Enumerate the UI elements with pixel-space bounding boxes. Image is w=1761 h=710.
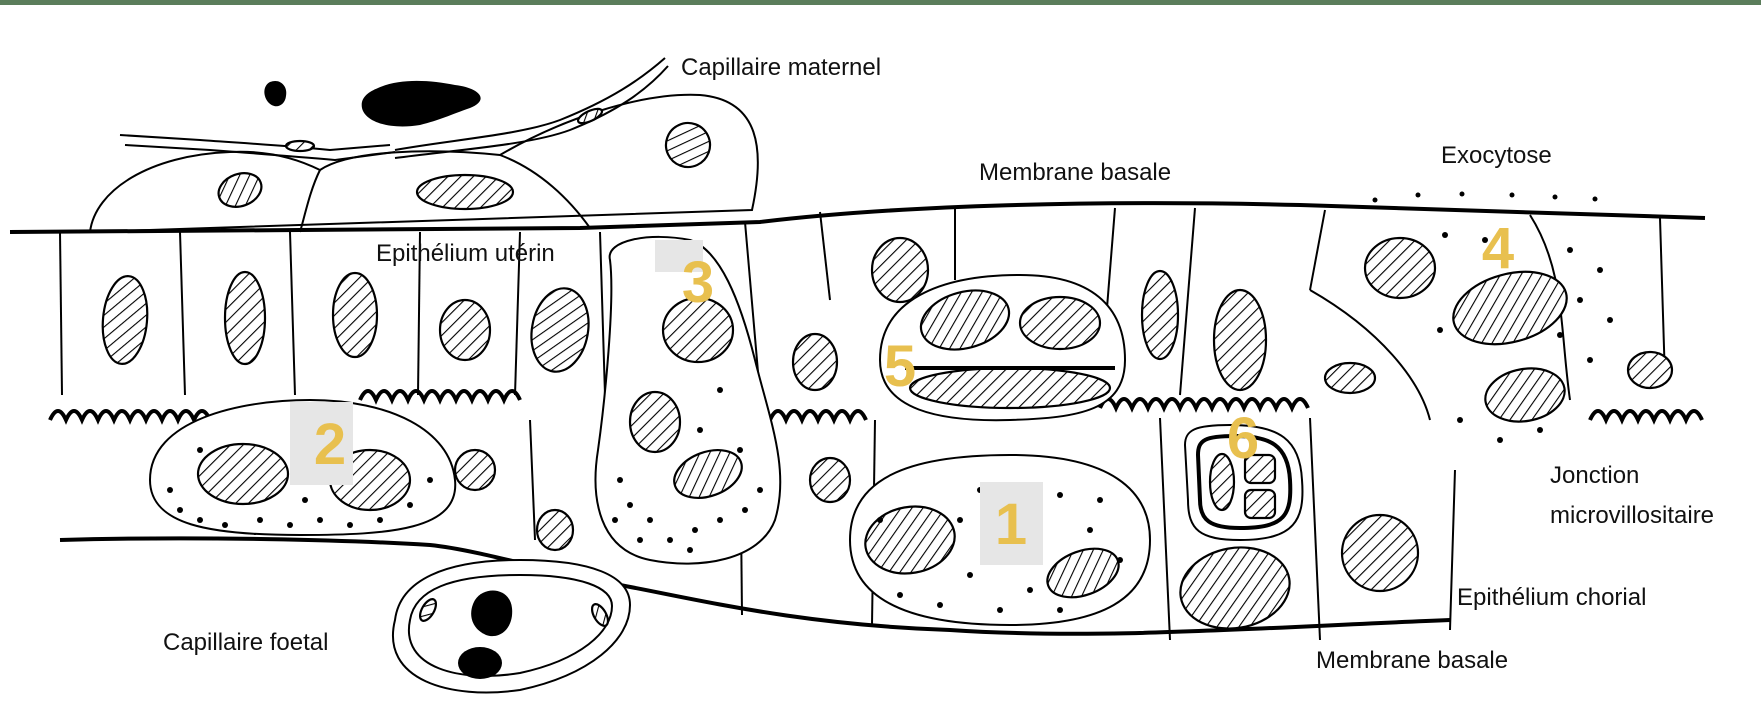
maternal-tissue: [90, 58, 758, 232]
marker-4: 4: [1482, 216, 1514, 281]
label-membrane-basale-top: Membrane basale: [979, 159, 1171, 186]
label-microvillositaire: microvillositaire: [1550, 502, 1714, 529]
label-capillaire-maternel: Capillaire maternel: [681, 54, 881, 81]
marker-6: 6: [1227, 406, 1259, 471]
fetal-capillary: [393, 560, 630, 692]
label-capillaire-foetal: Capillaire foetal: [163, 629, 328, 656]
marker-1: 1: [995, 492, 1027, 557]
label-membrane-basale-bottom: Membrane basale: [1316, 647, 1508, 674]
label-epithelium-chorial: Epithélium chorial: [1457, 584, 1646, 611]
cell-5: [880, 275, 1125, 420]
label-jonction: Jonction: [1550, 462, 1639, 489]
label-epithelium-uterin: Epithélium utérin: [376, 240, 555, 267]
label-exocytose: Exocytose: [1441, 142, 1552, 169]
marker-3: 3: [682, 250, 714, 315]
marker-2: 2: [314, 412, 346, 477]
marker-5: 5: [884, 334, 916, 399]
